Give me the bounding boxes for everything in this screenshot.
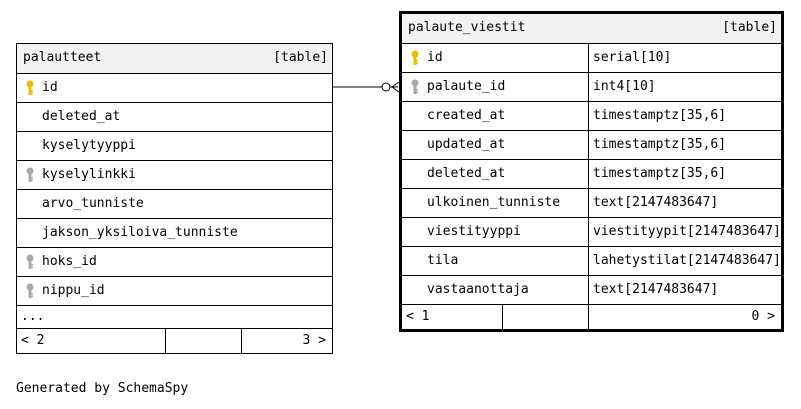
column-row[interactable]: updated_at timestamptz[35,6] (402, 131, 781, 160)
column-type: timestamptz[35,6] (588, 102, 781, 130)
pager-right[interactable]: 3 > (241, 329, 332, 353)
column-type: text[2147483647] (588, 189, 781, 217)
column-row[interactable]: deleted_at (17, 103, 332, 132)
table-header: palaute_viestit [table] (402, 14, 781, 44)
column-name: updated_at (427, 137, 506, 152)
table-palautteet: palautteet [table] id deleted_at kyselytyy… (16, 43, 333, 354)
column-name: kyselylinkki (42, 167, 136, 182)
pager-left[interactable]: < 2 (21, 333, 45, 348)
column-type: timestamptz[35,6] (588, 131, 781, 159)
column-name-cell: tila (402, 247, 588, 275)
column-name-cell: updated_at (402, 131, 588, 159)
column-row[interactable]: created_at timestamptz[35,6] (402, 102, 781, 131)
column-type: viestityypit[2147483647] (588, 218, 781, 246)
column-name-cell: id (402, 44, 588, 72)
foreign-key-icon (25, 254, 35, 270)
column-row[interactable]: jakson_yksiloiva_tunniste (17, 219, 332, 248)
footer-text: Generated by SchemaSpy (16, 381, 189, 396)
column-name: vastaanottaja (427, 282, 529, 297)
column-name-cell: hoks_id (17, 248, 332, 276)
column-type: lahetystilat[2147483647] (588, 247, 781, 275)
column-type: int4[10] (588, 73, 781, 101)
column-row[interactable]: palaute_id int4[10] (402, 73, 781, 102)
column-name: id (42, 80, 58, 95)
column-name-cell: created_at (402, 102, 588, 130)
column-name: ulkoinen_tunniste (427, 195, 561, 210)
column-row[interactable]: hoks_id (17, 248, 332, 277)
column-row[interactable]: id serial[10] (402, 44, 781, 73)
column-name-cell: kyselylinkki (17, 161, 332, 189)
column-name-cell: deleted_at (17, 103, 332, 131)
column-name: arvo_tunniste (42, 196, 144, 211)
table-name[interactable]: palaute_viestit (408, 20, 526, 35)
column-row[interactable]: tila lahetystilat[2147483647] (402, 247, 781, 276)
column-row[interactable]: viestityyppi viestityypit[2147483647] (402, 218, 781, 247)
column-type: serial[10] (588, 44, 781, 72)
column-name: id (427, 50, 443, 65)
table-name[interactable]: palautteet (23, 50, 102, 65)
column-name-cell: kyselytyyppi (17, 132, 332, 160)
column-type: text[2147483647] (588, 276, 781, 304)
column-row[interactable]: vastaanottaja text[2147483647] (402, 276, 781, 305)
column-name: jakson_yksiloiva_tunniste (42, 225, 238, 240)
column-name: tila (427, 253, 459, 268)
pager-middle (502, 305, 588, 329)
pager-left[interactable]: < 1 (406, 309, 430, 324)
column-row[interactable]: arvo_tunniste (17, 190, 332, 219)
column-name-cell: id (17, 74, 332, 102)
column-type: timestamptz[35,6] (588, 160, 781, 188)
column-name-cell: nippu_id (17, 277, 332, 305)
column-row[interactable]: kyselylinkki (17, 161, 332, 190)
foreign-key-icon (410, 79, 420, 95)
column-row[interactable]: nippu_id (17, 277, 332, 306)
column-row[interactable]: deleted_at timestamptz[35,6] (402, 160, 781, 189)
column-name: nippu_id (42, 283, 105, 298)
column-row[interactable]: ulkoinen_tunniste text[2147483647] (402, 189, 781, 218)
column-name-cell: ulkoinen_tunniste (402, 189, 588, 217)
column-name: viestityyppi (427, 224, 521, 239)
column-name: kyselytyyppi (42, 138, 136, 153)
table-pager: < 1 0 > (402, 305, 781, 329)
column-name: deleted_at (427, 166, 506, 181)
column-name-cell: jakson_yksiloiva_tunniste (17, 219, 332, 247)
table-pager: < 2 3 > (17, 329, 332, 353)
column-name-cell: arvo_tunniste (17, 190, 332, 218)
column-name: deleted_at (42, 109, 121, 124)
table-kind: [table] (273, 50, 328, 65)
column-row[interactable]: kyselytyyppi (17, 132, 332, 161)
column-name: palaute_id (427, 79, 506, 94)
column-name-cell: vastaanottaja (402, 276, 588, 304)
foreign-key-icon (25, 167, 35, 183)
primary-key-icon (25, 80, 35, 96)
table-kind: [table] (722, 20, 777, 35)
table-header: palautteet [table] (17, 44, 332, 74)
column-name-cell: viestityyppi (402, 218, 588, 246)
foreign-key-icon (25, 283, 35, 299)
column-name-cell: deleted_at (402, 160, 588, 188)
column-name: created_at (427, 108, 506, 123)
pager-middle (165, 329, 241, 353)
column-name-cell: palaute_id (402, 73, 588, 101)
column-row[interactable]: id (17, 74, 332, 103)
pager-right[interactable]: 0 > (588, 305, 781, 329)
column-name: hoks_id (42, 254, 97, 269)
more-columns: ... (17, 306, 332, 329)
primary-key-icon (410, 50, 420, 66)
